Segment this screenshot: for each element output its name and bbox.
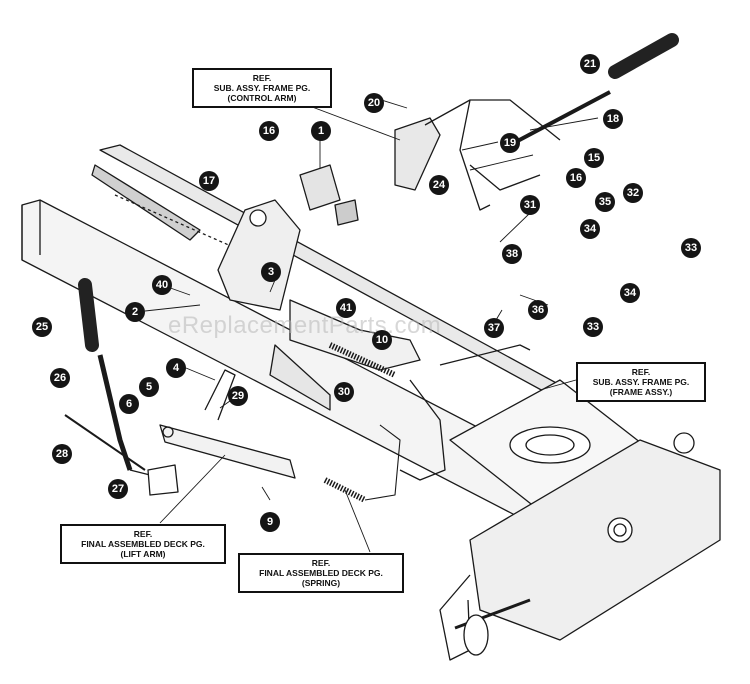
callout-2[interactable]: 2	[125, 302, 145, 322]
callout-17[interactable]: 17	[199, 171, 219, 191]
callout-6[interactable]: 6	[119, 394, 139, 414]
ref-line: REF.	[311, 558, 331, 568]
ref-line: (CONTROL ARM)	[227, 93, 297, 103]
ref-line: (SPRING)	[301, 578, 341, 588]
callout-33b[interactable]: 33	[583, 317, 603, 337]
callout-37[interactable]: 37	[484, 318, 504, 338]
callout-41[interactable]: 41	[336, 298, 356, 318]
callout-16b[interactable]: 16	[566, 168, 586, 188]
watermark: eReplacementParts.com	[168, 312, 442, 339]
ref-line: REF.	[631, 367, 651, 377]
lift-arm	[159, 344, 531, 481]
callout-38[interactable]: 38	[502, 244, 522, 264]
callout-35[interactable]: 35	[595, 192, 615, 212]
ref-frame-assy: REF. SUB. ASSY. FRAME PG. (FRAME ASSY.)	[576, 362, 706, 402]
callout-32[interactable]: 32	[623, 183, 643, 203]
center-bracket	[217, 164, 421, 411]
callout-31[interactable]: 31	[520, 195, 540, 215]
callout-29[interactable]: 29	[228, 386, 248, 406]
control-arm-assembly	[394, 33, 679, 211]
callout-3[interactable]: 3	[261, 262, 281, 282]
callout-34b[interactable]: 34	[620, 283, 640, 303]
ref-line: REF.	[252, 73, 272, 83]
callout-9[interactable]: 9	[260, 512, 280, 532]
lift-handle	[64, 278, 179, 496]
ref-line: FINAL ASSEMBLED DECK PG.	[81, 539, 205, 549]
frame-plate	[439, 379, 721, 661]
callout-28[interactable]: 28	[52, 444, 72, 464]
ref-spring: REF. FINAL ASSEMBLED DECK PG. (SPRING)	[238, 553, 404, 593]
callout-4[interactable]: 4	[166, 358, 186, 378]
callout-26[interactable]: 26	[50, 368, 70, 388]
ref-line: SUB. ASSY. FRAME PG.	[592, 377, 690, 387]
callout-40[interactable]: 40	[152, 275, 172, 295]
callout-21[interactable]: 21	[580, 54, 600, 74]
ref-control-arm: REF. SUB. ASSY. FRAME PG. (CONTROL ARM)	[192, 68, 332, 108]
ref-line: FINAL ASSEMBLED DECK PG.	[259, 568, 383, 578]
callout-20[interactable]: 20	[364, 93, 384, 113]
callout-27[interactable]: 27	[108, 479, 128, 499]
ref-line: (FRAME ASSY.)	[609, 387, 673, 397]
callout-5[interactable]: 5	[139, 377, 159, 397]
callout-25[interactable]: 25	[32, 317, 52, 337]
ref-line: REF.	[133, 529, 153, 539]
callout-36[interactable]: 36	[528, 300, 548, 320]
callout-24[interactable]: 24	[429, 175, 449, 195]
callout-10[interactable]: 10	[372, 330, 392, 350]
callout-33a[interactable]: 33	[681, 238, 701, 258]
callout-30[interactable]: 30	[334, 382, 354, 402]
ref-line: (LIFT ARM)	[120, 549, 166, 559]
callout-16a[interactable]: 16	[259, 121, 279, 141]
callout-19[interactable]: 19	[500, 133, 520, 153]
callout-1[interactable]: 1	[311, 121, 331, 141]
callout-34a[interactable]: 34	[580, 219, 600, 239]
ref-lift-arm: REF. FINAL ASSEMBLED DECK PG. (LIFT ARM)	[60, 524, 226, 564]
ref-line: SUB. ASSY. FRAME PG.	[213, 83, 311, 93]
callout-18[interactable]: 18	[603, 109, 623, 129]
callout-15[interactable]: 15	[584, 148, 604, 168]
